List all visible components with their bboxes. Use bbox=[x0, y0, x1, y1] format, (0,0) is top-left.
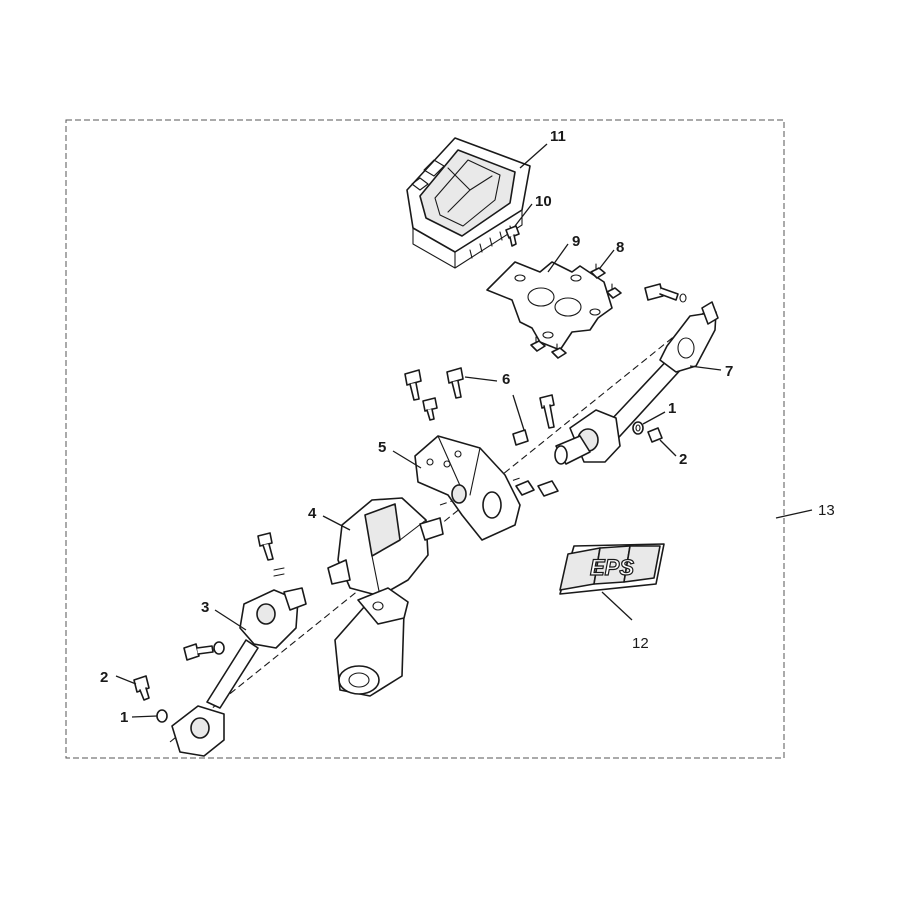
bolt-3-side[interactable] bbox=[183, 643, 214, 661]
bolt-2-lower[interactable] bbox=[133, 675, 150, 701]
washer-3[interactable] bbox=[213, 641, 225, 655]
callout-11: 11 bbox=[550, 128, 566, 145]
callout-3: 3 bbox=[201, 599, 209, 616]
nut-8a[interactable] bbox=[590, 263, 606, 279]
eps-motor-gearbox[interactable] bbox=[327, 497, 444, 697]
callout-13: 13 bbox=[818, 502, 835, 519]
leader-5 bbox=[392, 450, 422, 469]
bolt-6b[interactable] bbox=[446, 367, 464, 399]
leader-1-lower bbox=[131, 715, 158, 718]
leader-9 bbox=[547, 243, 569, 273]
callout-8: 8 bbox=[616, 239, 624, 256]
leader-6a bbox=[464, 376, 498, 382]
leader-4 bbox=[322, 515, 351, 531]
leader-2-upper bbox=[659, 439, 677, 457]
upper-steering-shaft[interactable] bbox=[554, 301, 719, 465]
bolt-6a[interactable] bbox=[404, 369, 422, 401]
leader-3 bbox=[214, 609, 247, 631]
callout-1-lower: 1 bbox=[120, 709, 128, 726]
leader-13 bbox=[775, 509, 813, 519]
washer-1-lower[interactable] bbox=[156, 709, 168, 723]
nut-8b[interactable] bbox=[606, 283, 622, 299]
callout-7: 7 bbox=[725, 363, 733, 380]
leader-1-upper bbox=[642, 411, 666, 425]
leader-6b bbox=[512, 394, 525, 431]
eps-decal[interactable]: EPS bbox=[559, 543, 665, 595]
callout-12: 12 bbox=[632, 635, 649, 652]
column-bracket[interactable] bbox=[414, 435, 521, 541]
bolt-4[interactable] bbox=[257, 532, 285, 577]
leader-12 bbox=[601, 591, 633, 621]
screw-10[interactable] bbox=[505, 225, 520, 247]
mounting-plate[interactable] bbox=[486, 261, 613, 351]
leader-8 bbox=[599, 249, 615, 269]
bracket-nut-a[interactable] bbox=[515, 480, 535, 496]
bolt-2-upper[interactable] bbox=[647, 427, 663, 443]
bolt-6d[interactable] bbox=[512, 429, 529, 446]
leader-7 bbox=[689, 365, 722, 371]
bolt-6c[interactable] bbox=[422, 397, 438, 421]
callout-6: 6 bbox=[502, 371, 510, 388]
callout-5: 5 bbox=[378, 439, 386, 456]
nut-8c[interactable] bbox=[530, 336, 546, 352]
bolt-7-top[interactable] bbox=[644, 283, 687, 303]
leader-2-lower bbox=[115, 675, 137, 685]
washer-1-upper[interactable] bbox=[632, 421, 644, 435]
eps-controller-unit[interactable] bbox=[406, 137, 531, 269]
callout-2-upper: 2 bbox=[679, 451, 687, 468]
callout-10: 10 bbox=[535, 193, 552, 210]
leader-11 bbox=[519, 143, 548, 169]
callout-4: 4 bbox=[308, 505, 317, 522]
nut-8d[interactable] bbox=[551, 343, 567, 359]
assembly-frame bbox=[65, 119, 785, 759]
decal-text: EPS bbox=[590, 555, 634, 580]
callout-9: 9 bbox=[572, 233, 580, 250]
callout-2-lower: 2 bbox=[100, 669, 108, 686]
bracket-nut-b[interactable] bbox=[537, 480, 559, 497]
leader-10 bbox=[514, 203, 533, 227]
bolt-6e[interactable] bbox=[539, 394, 555, 429]
lower-steering-shaft[interactable] bbox=[171, 587, 307, 757]
callout-1-upper: 1 bbox=[668, 400, 676, 417]
